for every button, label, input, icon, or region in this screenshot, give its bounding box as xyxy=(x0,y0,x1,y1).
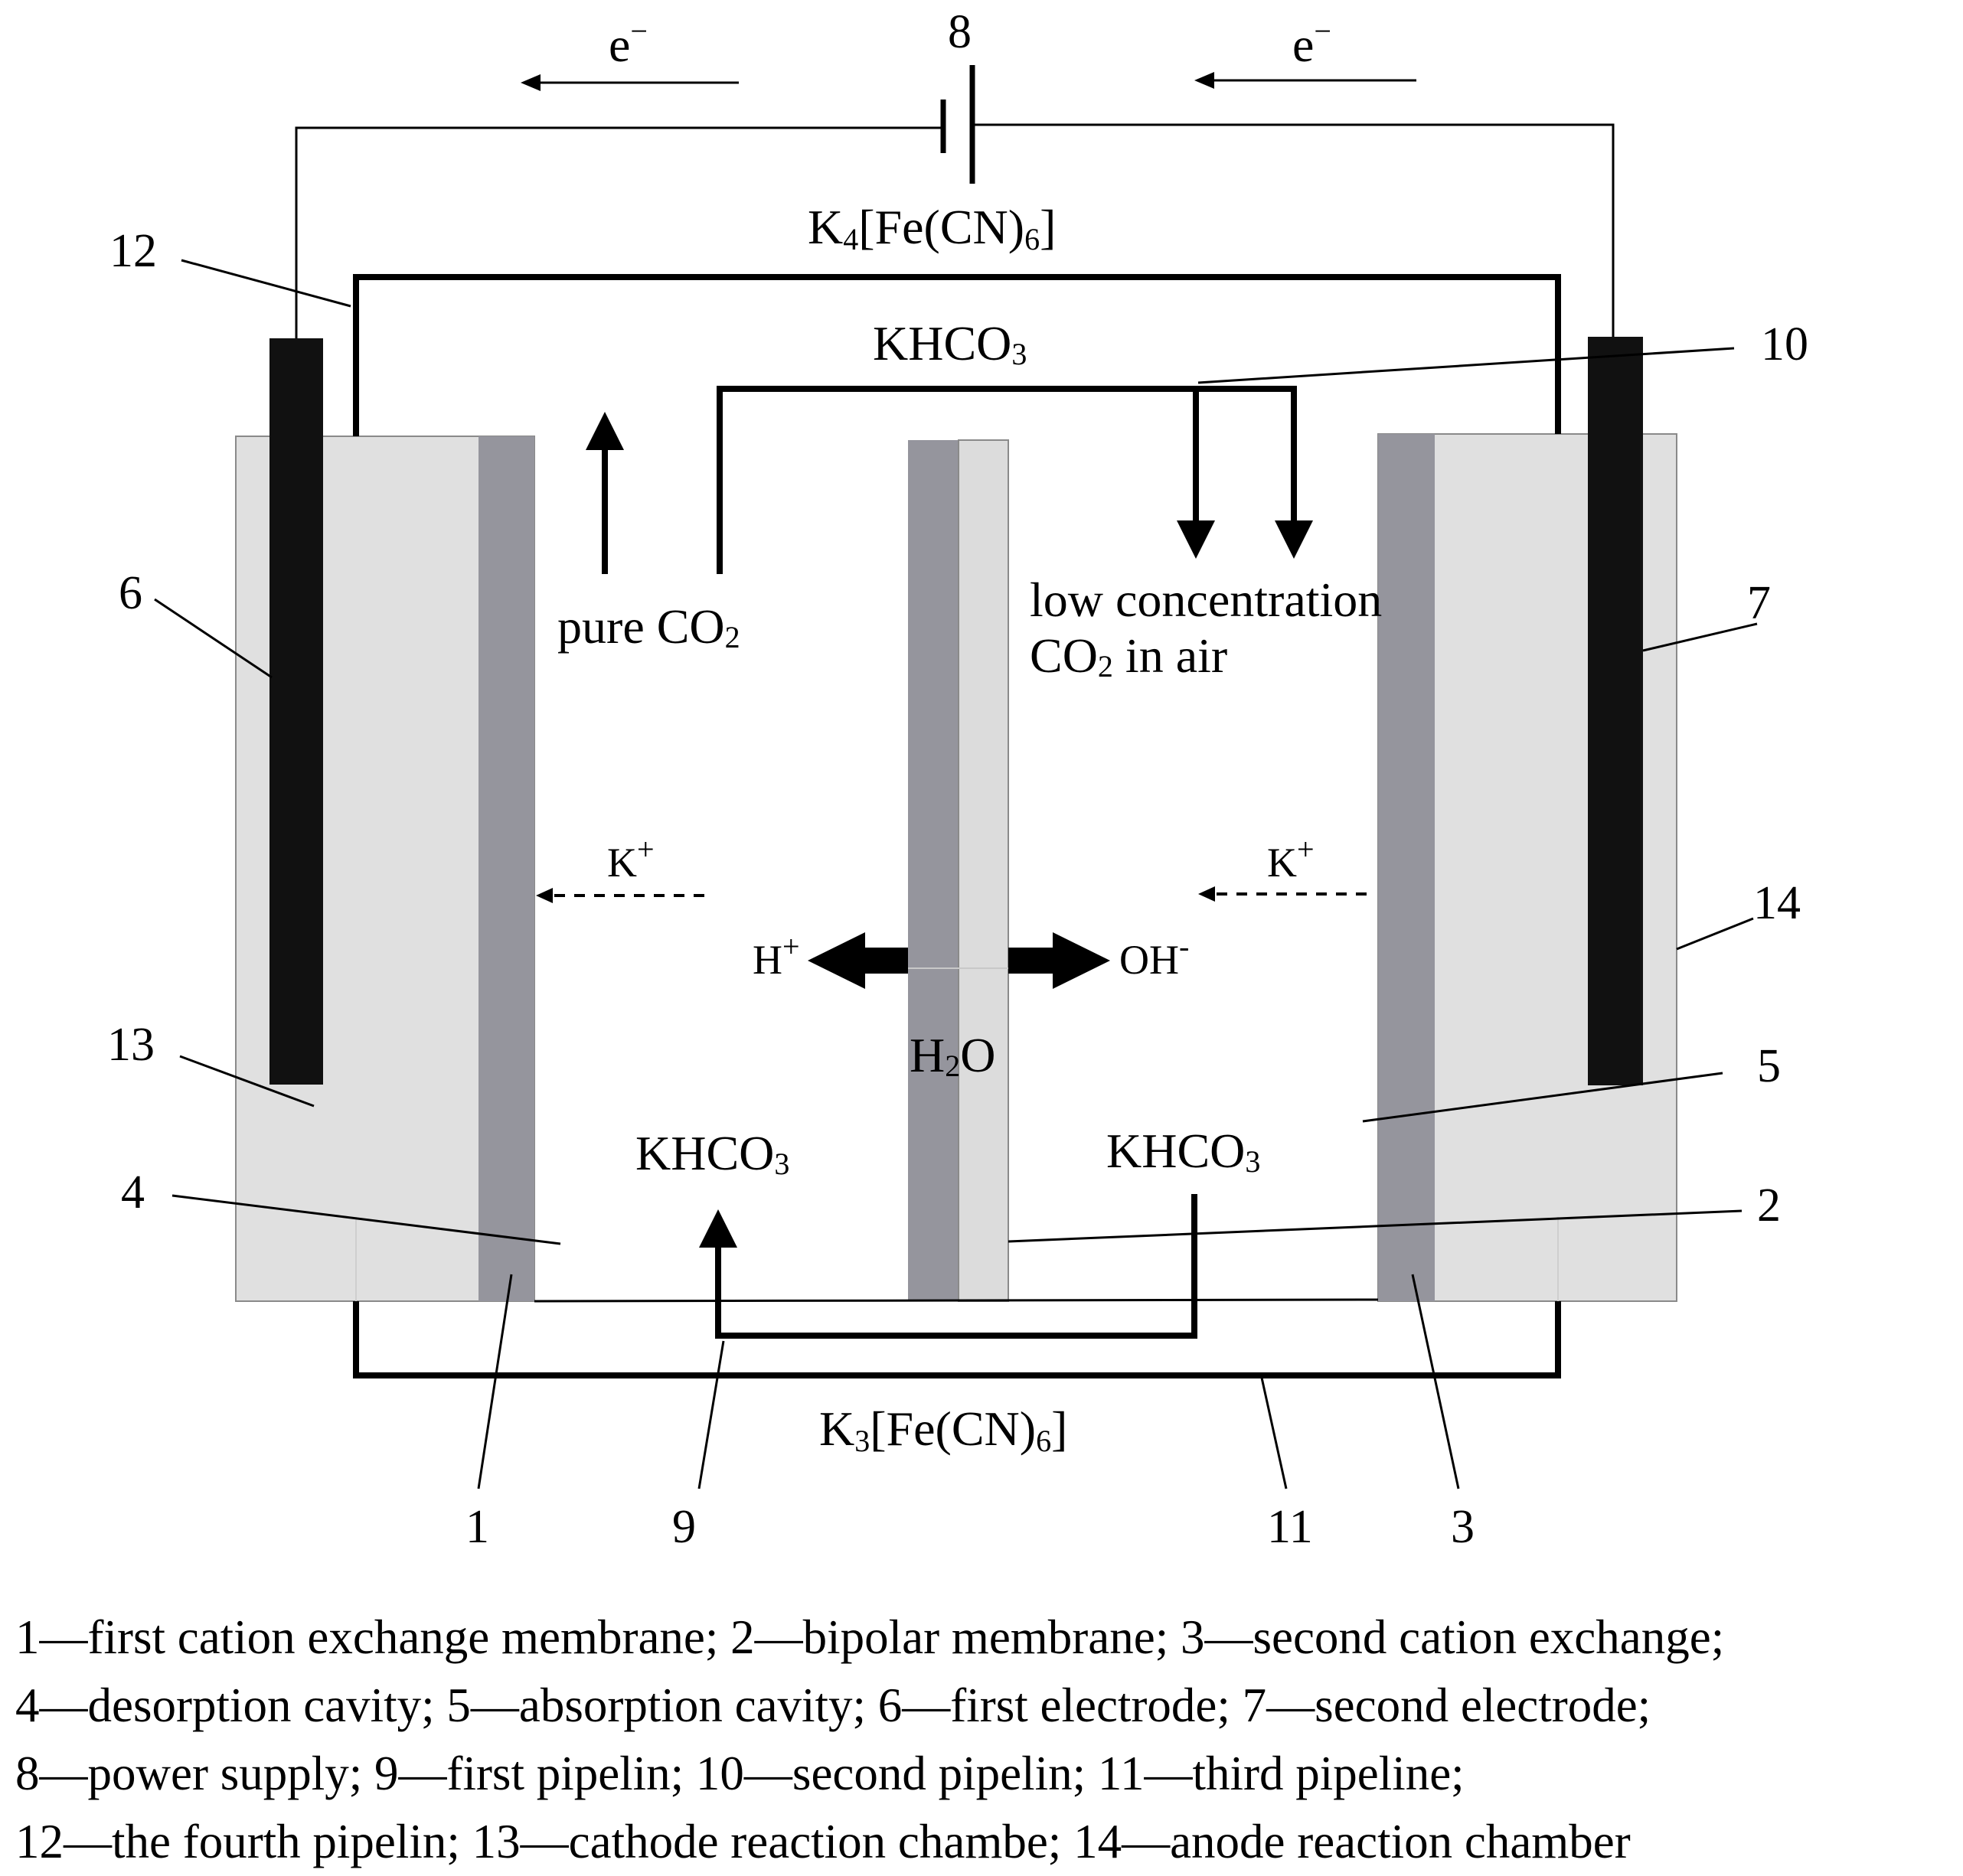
legend-line: 8—power supply; 9—first pipelin; 10—seco… xyxy=(15,1747,1465,1800)
right-circuit-wire xyxy=(972,123,1615,337)
down-arrow-air-inlet-1 xyxy=(1177,520,1215,559)
khco3-right-label: KHCO3 xyxy=(1106,1124,1260,1179)
cavity-bottom-line xyxy=(534,1298,1379,1303)
part-number-7: 7 xyxy=(1747,577,1771,629)
part-number-2: 2 xyxy=(1757,1179,1781,1232)
legend-line: 12—the fourth pipelin; 13—cathode reacti… xyxy=(15,1815,1631,1868)
h-ion-arrow xyxy=(808,932,908,989)
part-number-3: 3 xyxy=(1451,1501,1475,1553)
electron-label-right: e− xyxy=(1292,14,1331,72)
low-concentration-co2-label-line1: low concentration xyxy=(1030,573,1382,627)
pure-co2-label: pure CO2 xyxy=(557,599,740,654)
legend-line: 4—desorption cavity; 5—absorption cavity… xyxy=(15,1679,1651,1732)
second-electrode xyxy=(1588,337,1643,1085)
electron-flow-arrow-right xyxy=(1194,72,1416,89)
part-number-12: 12 xyxy=(109,225,157,277)
second-pipeline xyxy=(717,386,1297,574)
oh-ion-arrow xyxy=(1008,932,1110,989)
part-number-1: 1 xyxy=(465,1501,489,1553)
first-pipeline-arrow-head xyxy=(699,1209,737,1248)
k3-fe-cn6-label: K3[Fe(CN)6] xyxy=(819,1401,1067,1458)
legend: 1—first cation exchange membrane; 2—bipo… xyxy=(15,1604,1952,1876)
first-pipeline xyxy=(715,1194,1197,1339)
part-number-10: 10 xyxy=(1761,318,1808,370)
bipolar-membrane-anion-layer xyxy=(958,439,1009,1302)
h-ion-label: H+ xyxy=(753,929,800,983)
k4-fe-cn6-label: K4[Fe(CN)6] xyxy=(808,200,1056,256)
left-circuit-wire xyxy=(295,126,943,338)
k-ion-label-left: K+ xyxy=(607,832,655,886)
part-number-5: 5 xyxy=(1757,1040,1781,1092)
bipolar-membrane-cation-layer xyxy=(908,440,959,1301)
first-cation-exchange-membrane xyxy=(479,436,534,1301)
third-pipeline xyxy=(353,1301,1561,1378)
oh-ion-label: OH- xyxy=(1119,929,1189,983)
low-concentration-co2-label-line2: CO2 in air xyxy=(1030,628,1227,684)
h2o-label: H2O xyxy=(910,1028,995,1083)
part-number-11: 11 xyxy=(1267,1501,1313,1553)
khco3-left-label: KHCO3 xyxy=(635,1126,789,1181)
part-number-8: 8 xyxy=(948,6,972,58)
khco3-top-label: KHCO3 xyxy=(873,316,1027,371)
first-electrode xyxy=(269,338,323,1085)
down-arrow-air-inlet-2 xyxy=(1275,520,1313,559)
k-ion-arrow-left xyxy=(536,888,704,903)
pure-co2-arrow-head xyxy=(586,412,624,450)
fourth-pipeline xyxy=(353,274,1561,436)
part-number-6: 6 xyxy=(119,567,142,619)
legend-line: 1—first cation exchange membrane; 2—bipo… xyxy=(15,1610,1725,1664)
k-ion-label-right: K+ xyxy=(1267,832,1315,886)
electrochemical-cell-diagram: e− e− K4[Fe(CN)6] KHCO3 pure CO2 low con… xyxy=(107,6,1808,1553)
electron-label-left: e− xyxy=(609,14,648,72)
k-ion-arrow-right xyxy=(1198,886,1367,902)
second-cation-exchange-membrane xyxy=(1378,434,1435,1301)
part-number-4: 4 xyxy=(121,1166,145,1219)
leader-lines xyxy=(154,259,1758,1489)
part-number-9: 9 xyxy=(672,1501,696,1553)
part-number-13: 13 xyxy=(107,1019,155,1071)
part-number-14: 14 xyxy=(1753,877,1801,929)
electron-flow-arrow-left xyxy=(521,74,739,91)
